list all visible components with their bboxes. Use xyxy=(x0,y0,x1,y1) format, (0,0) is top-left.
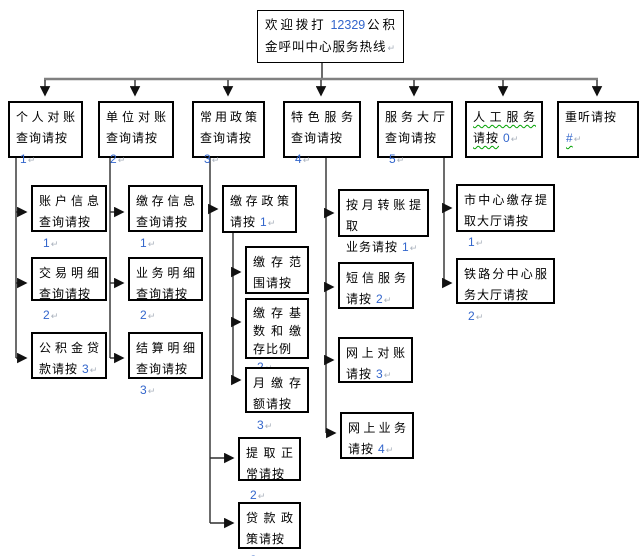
paragraph-mark: ↵ xyxy=(475,312,484,322)
paragraph-mark: ↵ xyxy=(510,134,519,144)
key-digit: 2 xyxy=(250,488,257,502)
key-digit: 1 xyxy=(402,240,409,254)
paragraph-mark: ↵ xyxy=(387,43,396,53)
paragraph-mark: ↵ xyxy=(396,155,405,165)
paragraph-mark: ↵ xyxy=(147,386,156,396)
key-digit: 2 xyxy=(376,292,383,306)
key-digit: 3 xyxy=(257,418,264,432)
node-business-detail: 业务明细 查询请按2↵ xyxy=(128,257,203,322)
paragraph-mark: ↵ xyxy=(211,155,220,165)
key-digit: 2 xyxy=(43,308,50,322)
key-digit: 5 xyxy=(389,152,396,166)
node-company-statement: 单位对账 查询请按2↵ xyxy=(98,101,174,166)
paragraph-mark: ↵ xyxy=(409,243,418,253)
paragraph-mark: ↵ xyxy=(264,421,273,431)
paragraph-mark: ↵ xyxy=(475,238,484,248)
key-digit: # xyxy=(566,131,573,145)
paragraph-mark: ↵ xyxy=(267,218,276,228)
hotline-number: 12329 xyxy=(330,18,366,32)
node-special-service: 特色服务 查询请按4↵ xyxy=(283,101,361,166)
key-digit: 2 xyxy=(110,152,117,166)
paragraph-mark: ↵ xyxy=(383,370,392,380)
title-prefix: 欢迎拨打 xyxy=(265,18,327,32)
paragraph-mark: ↵ xyxy=(147,239,156,249)
node-settlement-detail: 结算明细 查询请按3↵ xyxy=(128,332,203,397)
node-city-center-hall: 市中心缴存提 取大厅请按1↵ xyxy=(456,184,555,249)
key-digit: 1 xyxy=(43,236,50,250)
paragraph-mark: ↵ xyxy=(50,239,59,249)
key-digit: 3 xyxy=(204,152,211,166)
node-common-policy: 常用政策 查询请按3↵ xyxy=(192,101,265,166)
paragraph-mark: ↵ xyxy=(89,365,98,375)
node-monthly-deposit-amount: 月缴存 额请按3↵ xyxy=(245,367,309,432)
paragraph-mark: ↵ xyxy=(383,295,392,305)
key-digit: 3 xyxy=(376,367,383,381)
paragraph-mark: ↵ xyxy=(27,155,36,165)
paragraph-mark: ↵ xyxy=(302,155,311,165)
key-digit: 4 xyxy=(295,152,302,166)
paragraph-mark: ↵ xyxy=(147,311,156,321)
key-digit: 3 xyxy=(140,383,147,397)
node-replay: 重听请按#↵ xyxy=(557,101,639,158)
key-digit: 1 xyxy=(20,152,27,166)
title-suffix: 公积 xyxy=(365,18,396,32)
node-deposit-info: 缴存信息 查询请按1↵ xyxy=(128,185,203,250)
key-digit: 4 xyxy=(378,442,385,456)
node-transaction-detail: 交易明细 查询请按2↵ xyxy=(31,257,107,322)
key-digit: 1 xyxy=(140,236,147,250)
key-digit: 1 xyxy=(468,235,475,249)
node-withdrawal-policy: 提取正 常请按2↵ xyxy=(238,437,301,502)
node-service-hall: 服务大厅 查询请按5↵ xyxy=(377,101,453,166)
node-deposit-base-ratio: 缴存基 数和缴 存比例2↵ xyxy=(245,298,309,374)
paragraph-mark: ↵ xyxy=(573,134,582,144)
node-personal-statement: 个人对账 查询请按1↵ xyxy=(8,101,83,166)
key-digit: 3 xyxy=(82,362,89,376)
node-deposit-scope: 缴存范 围请按1↵ xyxy=(245,246,309,311)
node-railway-branch-hall: 铁路分中心服 务大厅请按2↵ xyxy=(456,258,555,323)
key-digit: 1 xyxy=(260,215,267,229)
title-line2: 金呼叫中心服务热线 xyxy=(265,40,387,54)
paragraph-mark: ↵ xyxy=(117,155,126,165)
paragraph-mark: ↵ xyxy=(50,311,59,321)
key-digit: 3 xyxy=(250,553,257,556)
key-digit: 2 xyxy=(140,308,147,322)
key-digit: 0 xyxy=(503,131,510,145)
paragraph-mark: ↵ xyxy=(385,445,394,455)
paragraph-mark: ↵ xyxy=(257,491,266,501)
node-account-info: 账户信息 查询请按1↵ xyxy=(31,185,107,250)
key-digit: 2 xyxy=(468,309,475,323)
node-loan-policy: 贷款政 策请按3↵ xyxy=(238,502,301,556)
